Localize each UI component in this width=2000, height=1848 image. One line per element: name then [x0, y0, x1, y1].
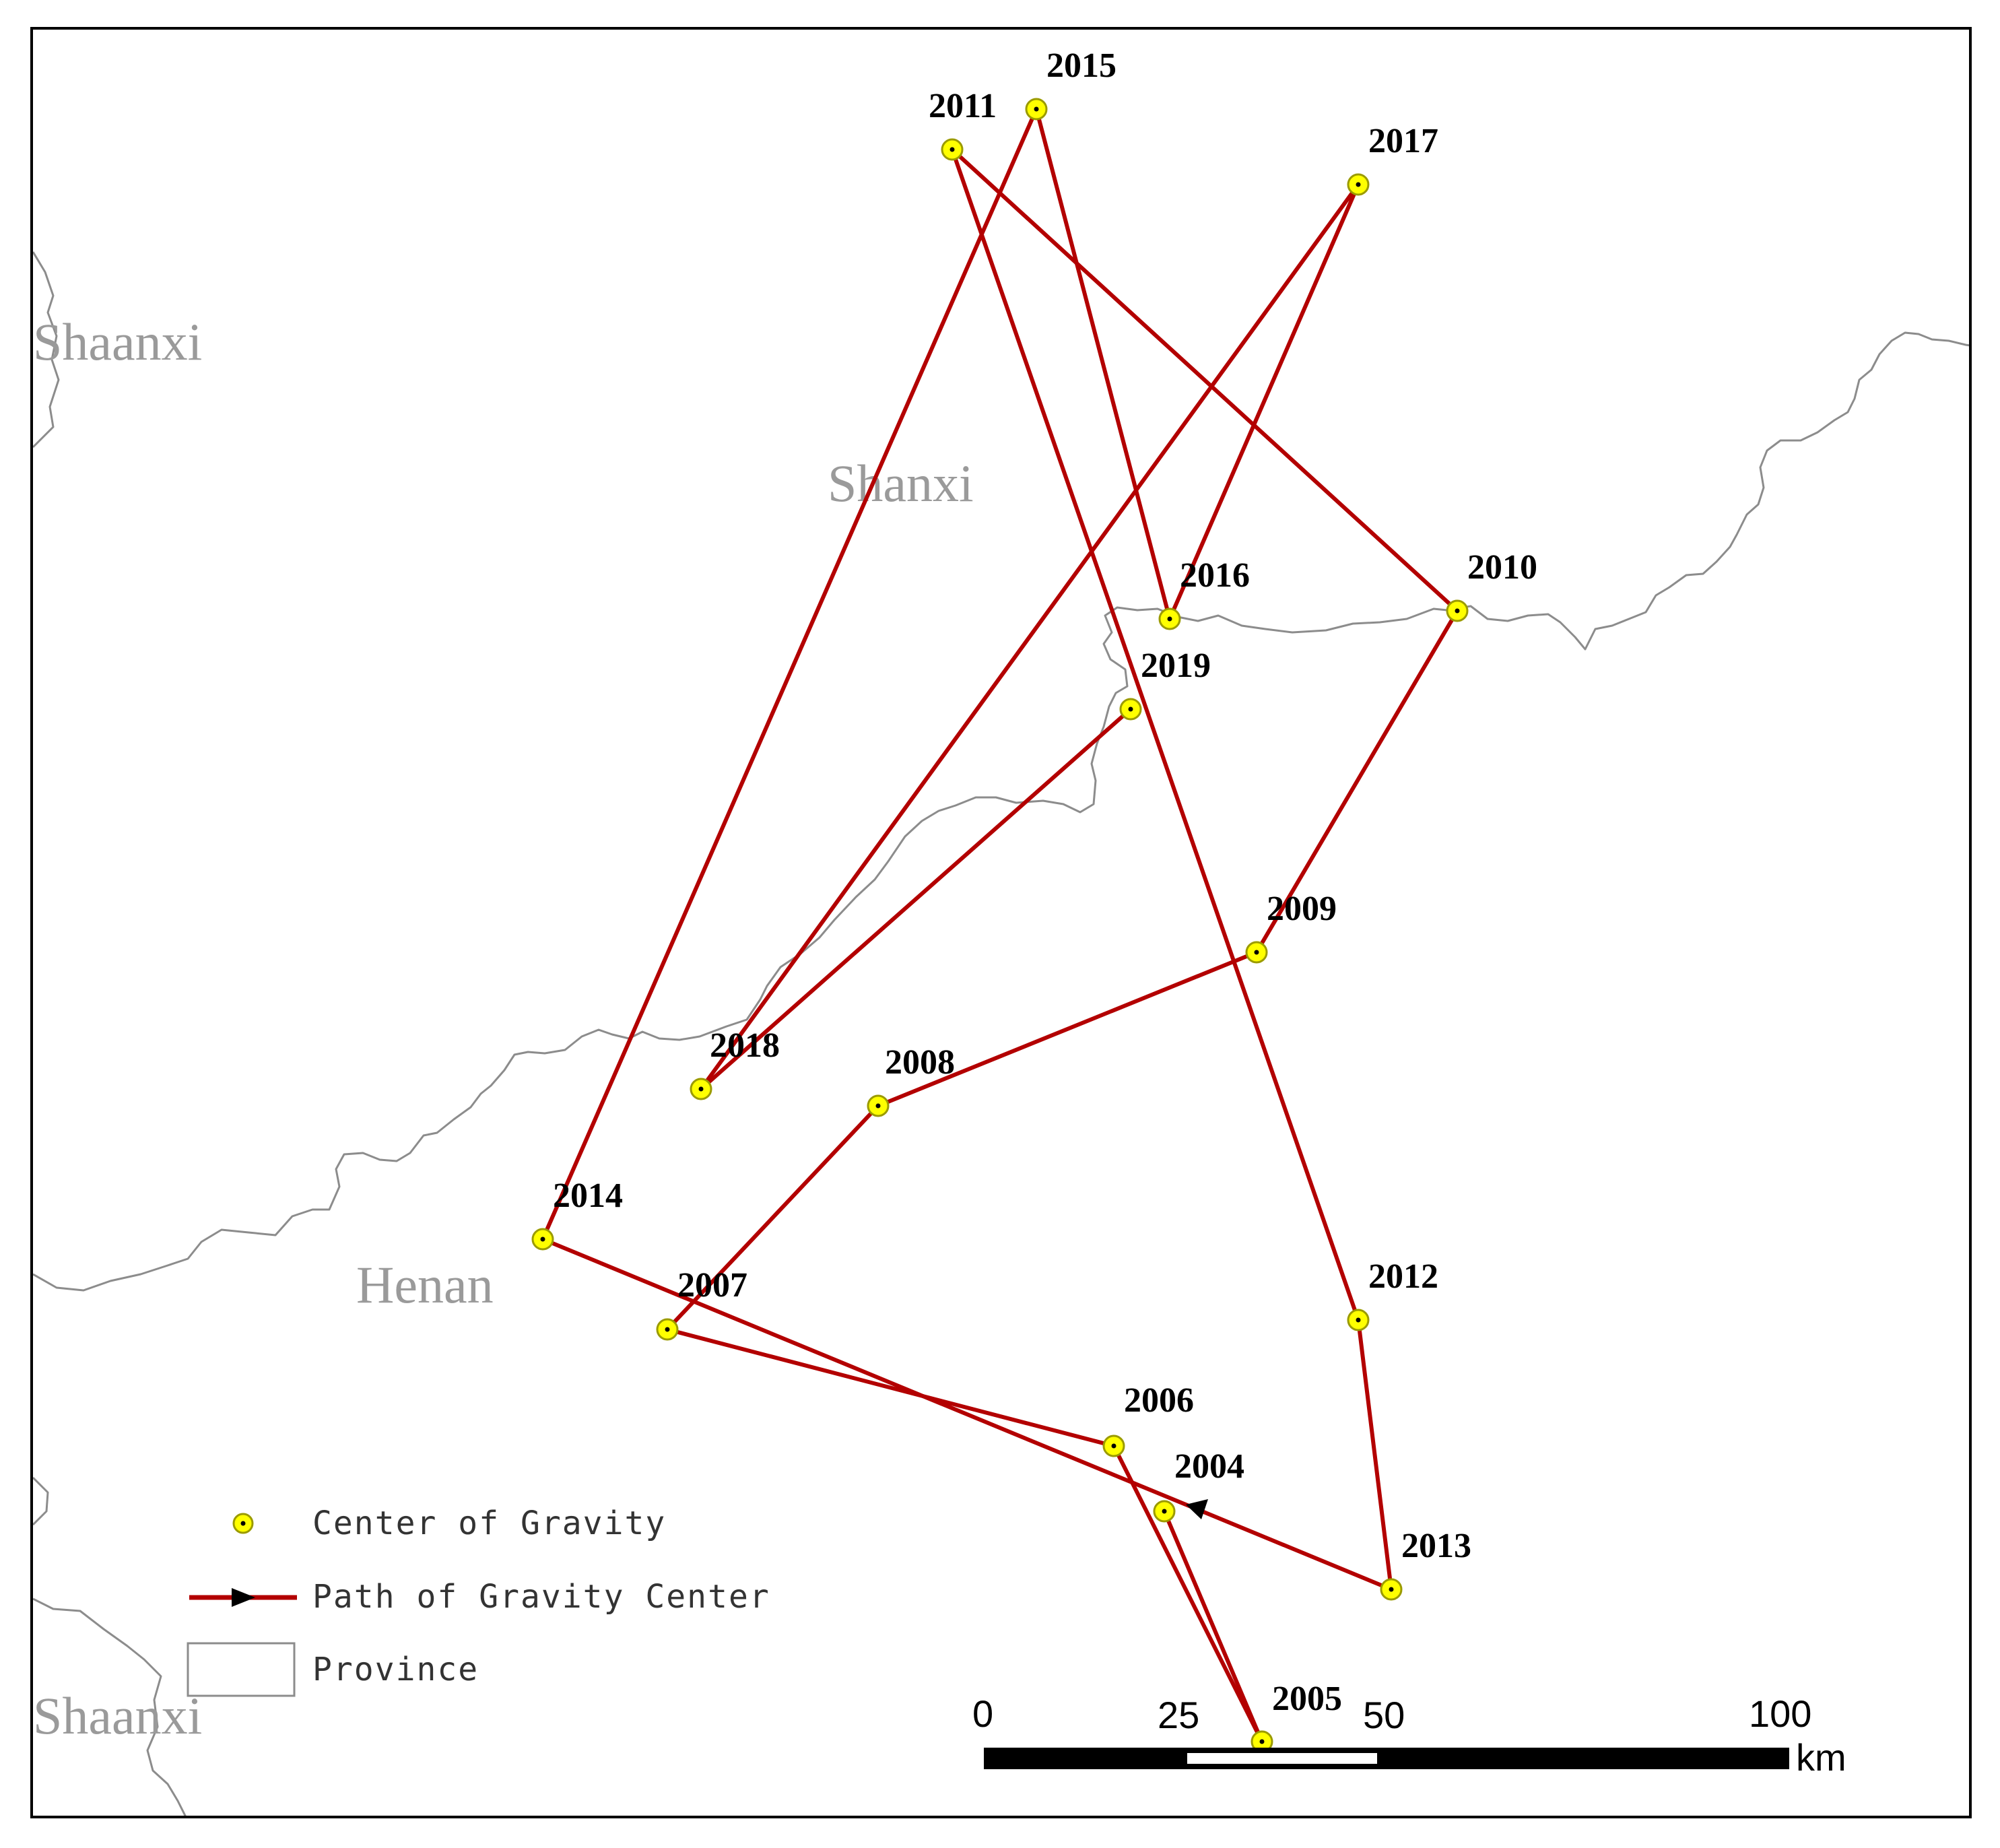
- year-label-2013: 2013: [1401, 1527, 1471, 1565]
- scale-tick-0: 0: [972, 1692, 993, 1735]
- path-segment-2018-2019: [699, 707, 1133, 1091]
- year-label-2016: 2016: [1180, 556, 1250, 595]
- gravity-center-2018: [690, 1078, 712, 1100]
- year-label-2005: 2005: [1272, 1680, 1342, 1718]
- label-henan: Henan: [356, 1255, 494, 1314]
- gravity-center-2014: [531, 1228, 554, 1251]
- boundary-shaanxi-shanxi-top: [33, 251, 60, 449]
- year-label-2010: 2010: [1467, 548, 1537, 587]
- year-label-2009: 2009: [1267, 890, 1337, 928]
- province-labels: Shaanxi Shanxi Henan Shaanxi: [33, 312, 974, 1745]
- legend-path-label: Path of Gravity Center: [312, 1578, 770, 1616]
- gravity-center-2005: [1251, 1730, 1273, 1753]
- gravity-center-2004: [1153, 1500, 1176, 1523]
- path-segment-2015-2016: [1034, 107, 1172, 621]
- path-segment-2005-2006: [1112, 1444, 1264, 1744]
- year-label-2011: 2011: [929, 87, 997, 125]
- gravity-center-2010: [1446, 599, 1469, 622]
- path-segment-2004-2005: [1162, 1509, 1264, 1744]
- legend-province-swatch: [187, 1642, 296, 1697]
- gravity-center-2007: [656, 1318, 679, 1341]
- path-direction-arrow-icon: [1186, 1499, 1208, 1519]
- year-label-2015: 2015: [1046, 46, 1116, 85]
- path-segment-2007-2008: [665, 1104, 880, 1331]
- label-shaanxi-bottom: Shaanxi: [33, 1686, 202, 1745]
- legend-path-symbol: [189, 1588, 297, 1607]
- legend-center-symbol: [232, 1513, 254, 1534]
- scale-tick-100: 100: [1749, 1692, 1811, 1735]
- gravity-center-2016: [1158, 607, 1181, 630]
- scale-bar: 0 25 50 100 km: [972, 1692, 1846, 1779]
- gravity-center-2013: [1380, 1578, 1403, 1601]
- year-label-2004: 2004: [1174, 1447, 1244, 1486]
- scale-bar-segment-2: [1182, 1748, 1382, 1769]
- gravity-center-2008: [867, 1094, 890, 1117]
- gravity-center-2017: [1347, 173, 1370, 196]
- year-label-2007: 2007: [677, 1266, 747, 1305]
- year-labels: 2004 2005 2006 2007 2008 2009 2010 2011 2012 2013…: [553, 46, 1537, 1718]
- gravity-path: [541, 107, 1459, 1744]
- path-direction: [1186, 1499, 1208, 1519]
- year-label-2017: 2017: [1368, 122, 1438, 160]
- path-segment-2009-2010: [1255, 609, 1459, 954]
- scale-unit: km: [1796, 1736, 1846, 1779]
- gravity-center-2012: [1347, 1309, 1370, 1331]
- year-label-2014: 2014: [553, 1177, 623, 1215]
- year-label-2018: 2018: [710, 1026, 780, 1065]
- scale-bar-segment-3: [1380, 1748, 1789, 1769]
- legend-arrow-icon: [232, 1588, 255, 1607]
- path-segment-2011-2012: [950, 147, 1360, 1322]
- path-segment-2006-2007: [665, 1327, 1116, 1448]
- path-segment-2016-2017: [1168, 183, 1360, 621]
- scale-tick-50: 50: [1363, 1694, 1405, 1736]
- boundary-henan-shaanxi-bottom: [33, 1476, 187, 1816]
- gravity-center-2009: [1245, 941, 1268, 964]
- gravity-center-2006: [1102, 1434, 1125, 1457]
- legend: Center of Gravity Path of Gravity Center…: [187, 1505, 770, 1697]
- path-segment-2012-2013: [1356, 1318, 1393, 1591]
- path-segment-2013-2014: [541, 1237, 1393, 1591]
- path-segment-2008-2009: [876, 950, 1259, 1108]
- map-canvas: Shaanxi Shanxi Henan Shaanxi 20042005200…: [33, 46, 1969, 1816]
- year-label-2006: 2006: [1124, 1381, 1194, 1420]
- label-shanxi: Shanxi: [828, 454, 974, 513]
- legend-center-label: Center of Gravity: [312, 1505, 666, 1542]
- gravity-center-2015: [1025, 98, 1048, 121]
- legend-province-label: Province: [312, 1651, 479, 1688]
- year-label-2019: 2019: [1141, 647, 1211, 685]
- scale-bar-segment-1: [984, 1748, 1185, 1769]
- year-label-2012: 2012: [1368, 1257, 1438, 1296]
- boundary-henan-north: [33, 331, 1969, 1292]
- path-segment-2010-2011: [950, 147, 1459, 613]
- gravity-centers: [531, 98, 1469, 1753]
- gravity-center-2019: [1119, 698, 1142, 721]
- path-segment-2017-2018: [699, 183, 1360, 1091]
- gravity-center-2011: [941, 138, 964, 161]
- scale-tick-25: 25: [1158, 1694, 1199, 1736]
- year-label-2008: 2008: [885, 1043, 955, 1082]
- province-boundaries: [33, 251, 1969, 1816]
- path-segment-2014-2015: [541, 107, 1038, 1241]
- label-shaanxi-top: Shaanxi: [33, 312, 202, 371]
